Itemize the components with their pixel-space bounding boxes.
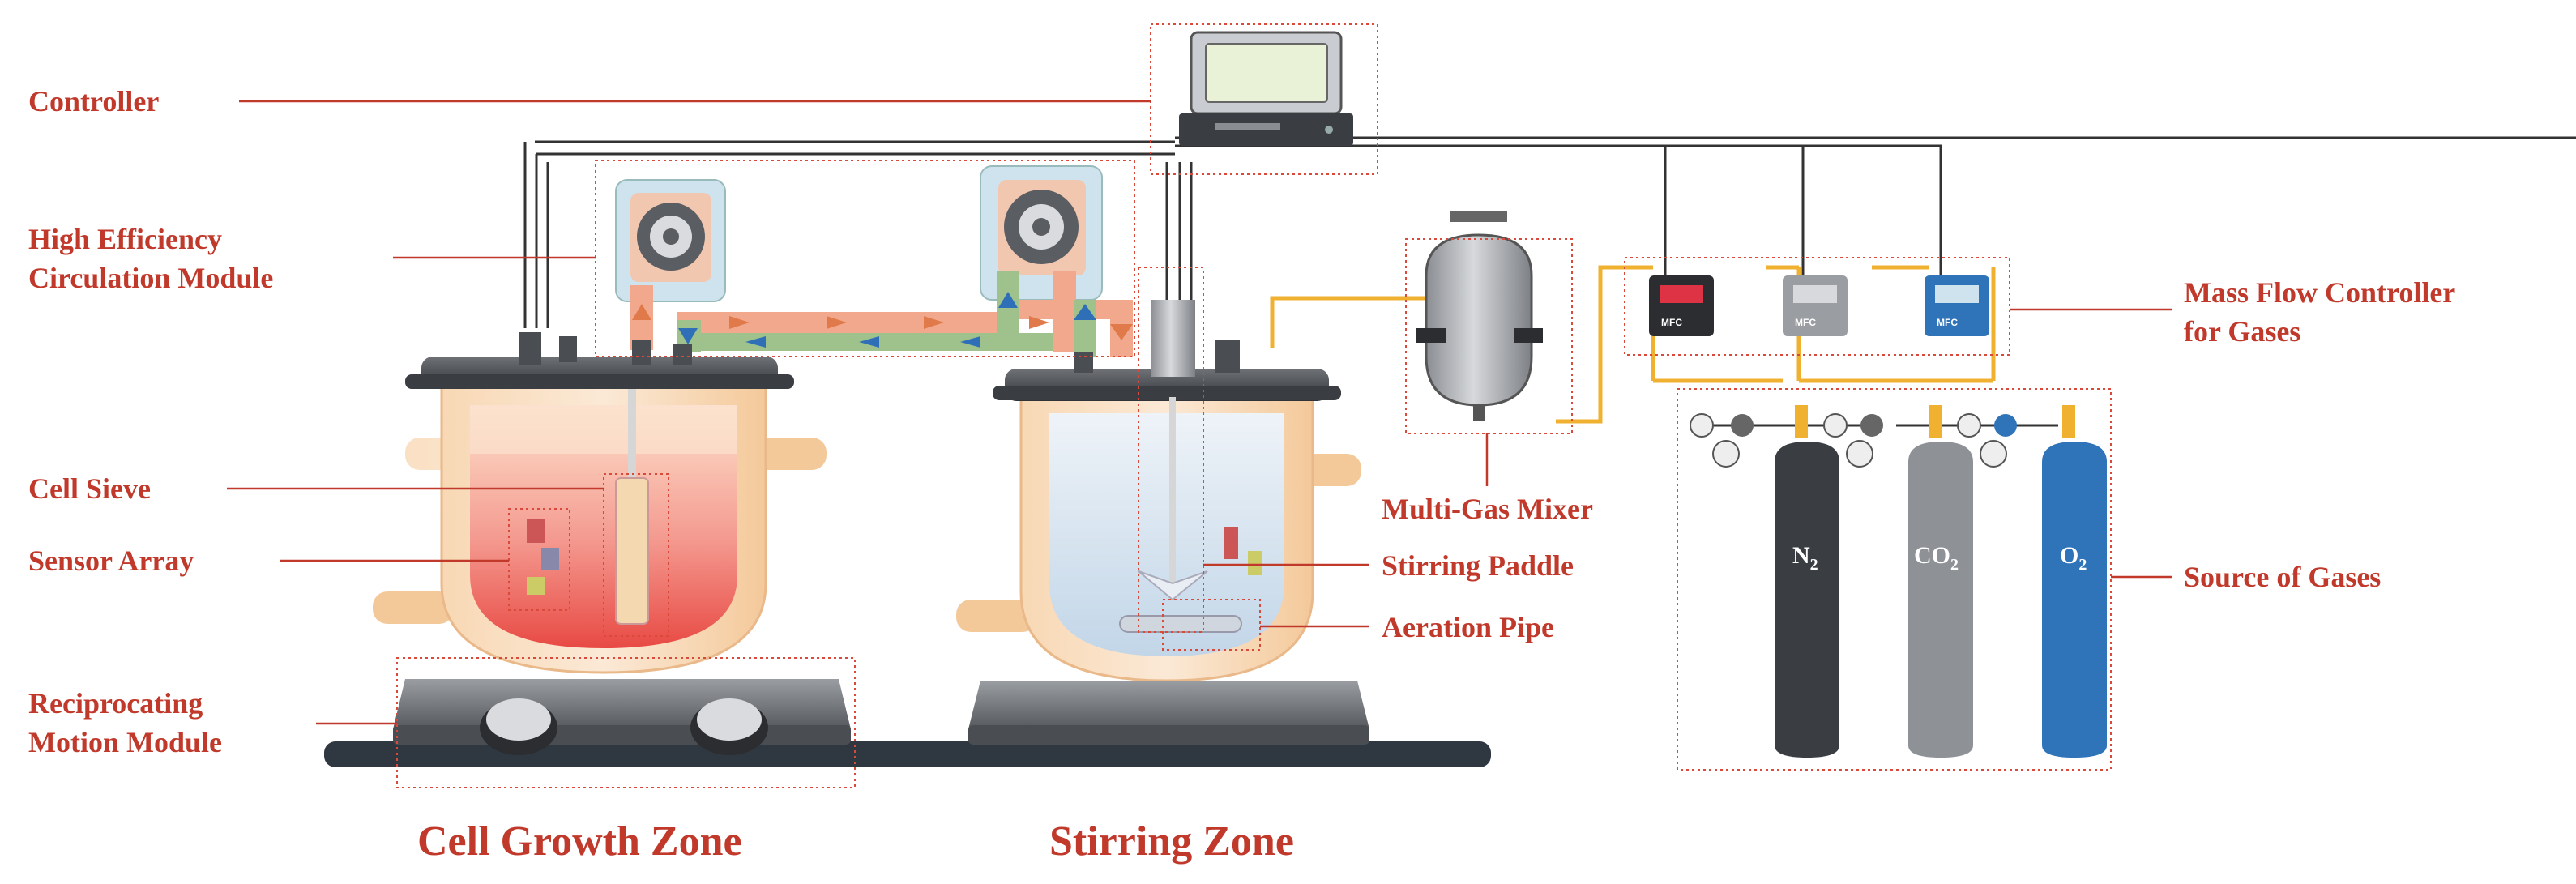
cylinder-label: O2 (2060, 542, 2087, 574)
controller-computer (1179, 31, 1353, 146)
aeration-pipe-label: Aeration Pipe (1382, 611, 1554, 643)
sensor-array-label: Sensor Array (28, 544, 194, 577)
gas-lines (1270, 265, 1996, 424)
mfc-label-line1: Mass Flow Controller (2184, 276, 2455, 309)
stirring-zone-label: Stirring Zone (1049, 818, 1294, 865)
mfc-unit-label: MFC (1661, 317, 1682, 328)
flow-arrows (632, 292, 1133, 348)
stirring-paddle-label: Stirring Paddle (1382, 549, 1574, 582)
mfc-unit-2: MFC (1783, 275, 1848, 336)
base-platform (324, 679, 1491, 767)
controller-label: Controller (28, 85, 159, 117)
mfc-unit-3: MFC (1925, 275, 1989, 336)
stirring-reactor (956, 300, 1361, 682)
circulation-label-line1: High Efficiency (28, 223, 222, 255)
mixer-box (1405, 238, 1573, 434)
mfc-label-line2: for Gases (2184, 315, 2300, 348)
multi-gas-mixer-label: Multi-Gas Mixer (1382, 493, 1593, 525)
source-of-gases-label: Source of Gases (2184, 561, 2381, 593)
cell-growth-reactor (373, 332, 827, 674)
reciprocating-label-line2: Motion Module (28, 726, 222, 758)
stirring-paddle-box (1138, 267, 1204, 633)
circulation-label-line2: Circulation Module (28, 262, 273, 294)
mfc-unit-1: MFC (1649, 275, 1714, 336)
control-wires (523, 136, 2576, 328)
mfc-unit-label: MFC (1795, 317, 1816, 328)
controller-box (1150, 23, 1378, 175)
gas-cylinder-o2: O2 (2042, 405, 2107, 758)
leader-lines (227, 100, 2172, 725)
peristaltic-pump-left (615, 179, 726, 302)
mfc-unit-label: MFC (1937, 317, 1958, 328)
reciprocating-box (396, 657, 856, 788)
sensor-array-box (508, 508, 570, 611)
mfc-units: MFC MFC MFC (1649, 275, 1989, 336)
gas-source-box (1677, 388, 2112, 771)
gas-cylinder-n2: N2 (1775, 405, 1839, 758)
circulation-module-box (595, 160, 1135, 357)
reciprocating-label-line1: Reciprocating (28, 687, 203, 720)
peristaltic-pump-right (980, 165, 1103, 301)
cylinder-label: CO2 (1914, 542, 1959, 574)
cell-sieve-label: Cell Sieve (28, 472, 151, 505)
multi-gas-mixer-vessel (1416, 211, 1543, 421)
gas-regulators (1690, 413, 2058, 468)
mfc-box (1624, 257, 2010, 356)
cylinder-label: N2 (1792, 542, 1818, 574)
gas-cylinder-co2: CO2 (1908, 405, 1973, 758)
cell-growth-zone-label: Cell Growth Zone (417, 818, 742, 865)
